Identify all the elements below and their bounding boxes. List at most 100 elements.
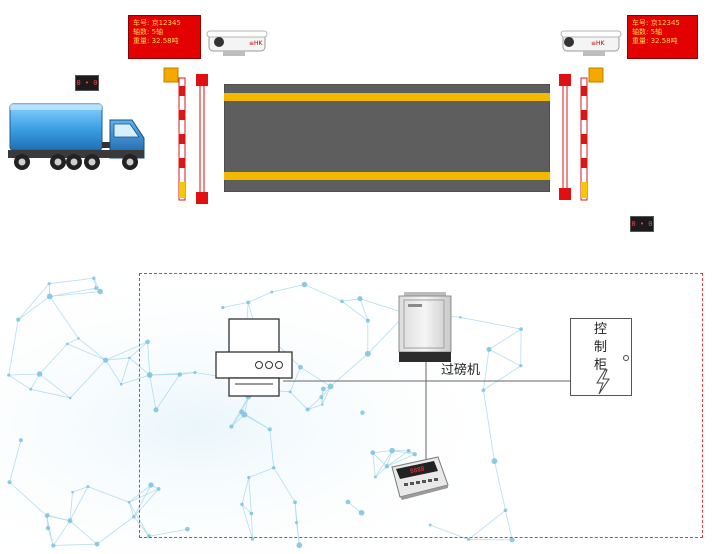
network-edge: [67, 343, 106, 361]
network-node: [384, 464, 390, 469]
network-edge: [494, 460, 506, 511]
network-node: [357, 296, 363, 302]
network-node: [128, 356, 131, 360]
network-node: [250, 537, 255, 541]
network-node: [193, 370, 197, 375]
network-edge: [296, 522, 300, 546]
network-node: [481, 388, 486, 393]
network-edge: [241, 504, 252, 514]
network-edge: [155, 374, 181, 411]
network-edge: [52, 520, 71, 546]
network-node: [177, 372, 182, 377]
network-node: [36, 371, 43, 377]
network-edge: [129, 341, 148, 359]
led-line-plate: 车号: 京12345: [632, 19, 680, 27]
network-node: [509, 537, 515, 543]
weighbridge-platform: [224, 84, 550, 192]
network-edge: [372, 450, 393, 454]
weighing-computer-icon: [398, 292, 452, 362]
network-edge: [468, 509, 506, 540]
led-line-weight: 重量: 32.58吨: [632, 37, 678, 45]
network-edge: [505, 510, 513, 540]
network-edge: [483, 349, 490, 391]
network-edge: [105, 359, 122, 385]
network-edge: [488, 328, 522, 350]
network-node: [364, 350, 371, 357]
network-node: [46, 293, 53, 300]
network-node: [301, 281, 308, 288]
network-edge: [341, 298, 361, 302]
network-edge: [147, 341, 151, 376]
network-edge: [386, 453, 415, 467]
network-edge: [307, 404, 323, 410]
network-edge: [30, 388, 71, 399]
network-node: [7, 480, 12, 485]
led-display-right: 车号: 京12345 轴数: 5轴 重量: 32.58吨: [627, 15, 698, 59]
network-node: [358, 509, 365, 516]
network-node: [44, 514, 49, 518]
network-edge: [39, 373, 71, 399]
network-node: [293, 500, 297, 505]
network-edge: [241, 504, 253, 540]
camera-left-icon: ≡HK: [206, 30, 268, 56]
network-edge: [375, 450, 393, 478]
network-node: [389, 447, 395, 454]
network-edge: [289, 391, 308, 410]
network-edge: [69, 492, 73, 521]
network-edge: [289, 367, 301, 392]
network-edge: [69, 520, 98, 545]
network-node: [271, 465, 276, 470]
network-edge: [128, 488, 159, 503]
traffic-light-right: 0 • 0: [630, 216, 654, 232]
network-edge: [105, 357, 130, 361]
network-edge: [392, 450, 415, 455]
lightning-icon: [596, 369, 610, 395]
network-node: [406, 448, 411, 453]
network-node: [360, 410, 365, 415]
network-edge: [78, 338, 106, 361]
cabinet-lock-icon: [623, 355, 629, 361]
network-node: [185, 526, 190, 532]
network-edge: [483, 390, 495, 462]
network-node: [92, 276, 96, 280]
network-node: [467, 537, 471, 541]
network-node: [412, 452, 417, 457]
network-node: [47, 282, 51, 286]
network-edge: [46, 515, 54, 546]
network-edge: [372, 452, 388, 467]
network-node: [7, 373, 11, 377]
network-node: [71, 490, 74, 494]
network-edge: [375, 466, 388, 478]
network-node: [294, 521, 299, 525]
network-edge: [273, 467, 296, 503]
indicator-display: 8888: [410, 465, 426, 475]
network-node: [148, 482, 154, 488]
network-edge: [8, 319, 19, 376]
network-edge: [386, 450, 409, 467]
network-node: [18, 438, 23, 443]
network-edge: [241, 477, 250, 505]
network-node: [519, 327, 523, 331]
network-node: [132, 514, 136, 519]
led-line-plate: 车号: 京12345: [133, 19, 181, 27]
network-node: [503, 508, 508, 513]
network-edge: [49, 291, 101, 297]
network-node: [428, 523, 432, 527]
network-node: [16, 317, 21, 322]
camera-logo: ≡HK: [249, 40, 264, 47]
network-edge: [8, 373, 40, 376]
network-node: [246, 300, 251, 305]
network-edge: [149, 374, 157, 410]
network-edge: [9, 440, 22, 483]
network-edge: [49, 277, 94, 285]
network-edge: [17, 296, 50, 321]
network-edge: [17, 283, 50, 320]
network-node: [305, 407, 310, 412]
network-node: [288, 390, 292, 394]
barrier-gate-left: [163, 67, 208, 204]
network-edge: [105, 341, 148, 361]
network-node: [145, 339, 150, 345]
network-edge: [243, 396, 249, 415]
network-node: [327, 383, 334, 390]
